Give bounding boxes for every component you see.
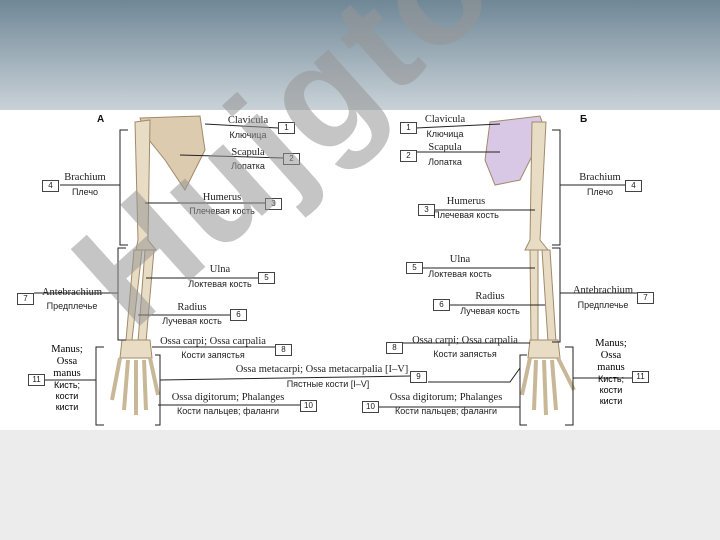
scapula-latin-a: Scapula: [231, 147, 265, 158]
antebrachium-ru-b: Предплечье: [577, 300, 629, 310]
antebrachium-latin-a: Antebrachium: [41, 287, 103, 298]
callout-3-a: 3: [265, 198, 282, 210]
manus-label-a: Manus; Ossa manus Кисть; кости кисти: [51, 344, 83, 413]
radius-latin-a: Radius: [177, 302, 207, 313]
brachium-ru-a: Плечо: [71, 187, 99, 197]
callout-5-a: 5: [258, 272, 275, 284]
carpi-latin-b: Ossa carpi; Ossa carpalia: [412, 335, 518, 346]
clavicula-latin-a: Clavicula: [227, 115, 269, 126]
clavicula-ru-b: Ключица: [426, 129, 464, 139]
callout-5-b: 5: [406, 262, 423, 274]
humerus-ru-a: Плечевая кость: [189, 206, 255, 216]
radius-ru-a: Лучевая кость: [162, 316, 222, 326]
manus-label-b: Manus; Ossa manus Кисть; кости кисти: [595, 338, 627, 407]
panel-label-b: Б: [580, 114, 588, 125]
manus-latin-3: manus: [53, 368, 81, 379]
callout-1-a: 1: [278, 122, 295, 134]
callout-10-a: 10: [300, 400, 317, 412]
ulna-ru-b: Локтевая кость: [428, 269, 492, 279]
callout-2-b: 2: [400, 150, 417, 162]
carpi-ru-b: Кости запястья: [433, 349, 497, 359]
arm-skeleton-figure: А Б Clavicula Ключица 1 Scapula Лопатка …: [0, 110, 720, 430]
slide-footer-band: [0, 430, 720, 540]
metacarpi-ru: Пястные кости [I–V]: [286, 379, 370, 389]
callout-7-b: 7: [637, 292, 654, 304]
ulna-latin-a: Ulna: [209, 264, 231, 275]
ulna-ru-a: Локтевая кость: [188, 279, 252, 289]
antebrachium-ru-a: Предплечье: [46, 301, 98, 311]
brachium-latin-b: Brachium: [579, 172, 621, 183]
metacarpi-latin: Ossa metacarpi; Ossa metacarpalia [I–V]: [235, 364, 409, 375]
manus-latin-1-b: Manus;: [595, 338, 627, 349]
clavicula-ru-a: Ключица: [229, 130, 267, 140]
callout-7-a: 7: [17, 293, 34, 305]
callout-1-b: 1: [400, 122, 417, 134]
carpi-latin-a: Ossa carpi; Ossa carpalia: [160, 336, 266, 347]
humerus-latin-b: Humerus: [446, 196, 486, 207]
radius-ru-b: Лучевая кость: [460, 306, 520, 316]
callout-8-a: 8: [275, 344, 292, 356]
manus-latin-2: Ossa: [56, 356, 78, 367]
scapula-ru-a: Лопатка: [231, 161, 265, 171]
digitorum-ru-a: Кости пальцев; фаланги: [176, 406, 280, 416]
callout-11-b: 11: [632, 371, 649, 383]
scapula-latin-b: Scapula: [428, 142, 462, 153]
manus-latin-2-b: Ossa: [600, 350, 622, 361]
digitorum-latin-b: Ossa digitorum; Phalanges: [389, 392, 503, 403]
manus-ru-3-b: кисти: [599, 396, 623, 406]
callout-11-a: 11: [28, 374, 45, 386]
callout-4-b: 4: [625, 180, 642, 192]
callout-2-a: 2: [283, 153, 300, 165]
antebrachium-latin-b: Antebrachium: [572, 285, 634, 296]
callout-8-b: 8: [386, 342, 403, 354]
arm-bones-illustration: [34, 115, 637, 426]
panel-label-a: А: [97, 114, 105, 125]
manus-latin-3-b: manus: [597, 362, 625, 373]
manus-ru-1: Кисть;: [53, 380, 81, 390]
radius-latin-b: Radius: [475, 291, 505, 302]
manus-ru-3: кисти: [55, 402, 79, 412]
brachium-latin-a: Brachium: [64, 172, 106, 183]
humerus-ru-b: Плечевая кость: [433, 210, 499, 220]
manus-ru-2-b: кости: [599, 385, 623, 395]
digitorum-latin-a: Ossa digitorum; Phalanges: [171, 392, 285, 403]
clavicula-latin-b: Clavicula: [424, 114, 466, 125]
callout-10-b: 10: [362, 401, 379, 413]
humerus-latin-a: Humerus: [202, 192, 242, 203]
scapula-ru-b: Лопатка: [428, 157, 462, 167]
slide-header-band: [0, 0, 720, 110]
manus-ru-2: кости: [55, 391, 79, 401]
digitorum-ru-b: Кости пальцев; фаланги: [394, 406, 498, 416]
callout-4-a: 4: [42, 180, 59, 192]
ulna-latin-b: Ulna: [449, 254, 471, 265]
carpi-ru-a: Кости запястья: [181, 350, 245, 360]
callout-3-b: 3: [418, 204, 435, 216]
callout-6-b: 6: [433, 299, 450, 311]
callout-9: 9: [410, 371, 427, 383]
manus-latin-1: Manus;: [51, 344, 83, 355]
brachium-ru-b: Плечо: [586, 187, 614, 197]
callout-6-a: 6: [230, 309, 247, 321]
manus-ru-1-b: Кисть;: [597, 374, 625, 384]
